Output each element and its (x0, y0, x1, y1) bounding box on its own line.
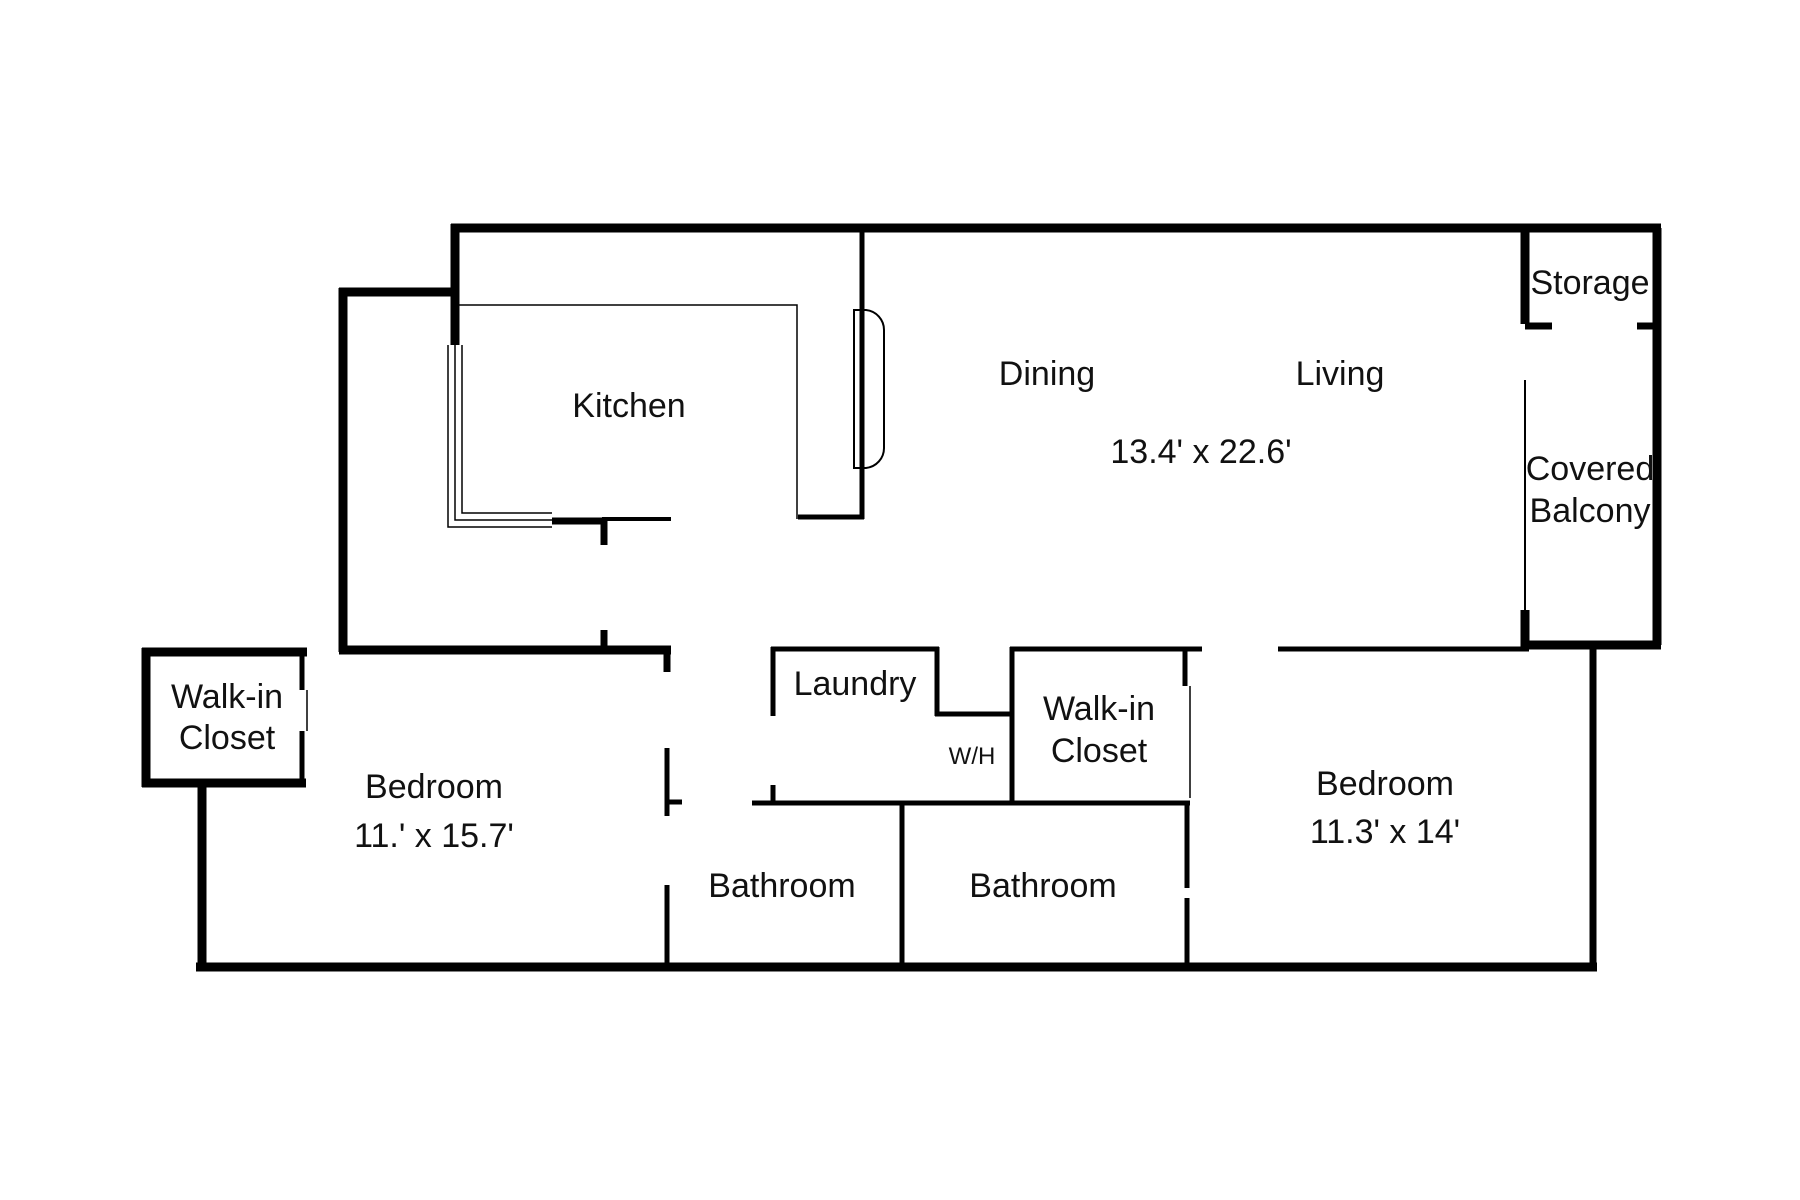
label-balcony-line2: Balcony (1530, 492, 1651, 530)
label-water-heater: W/H (949, 743, 996, 770)
label-bedroom-right: Bedroom (1316, 765, 1454, 803)
interior-walls (299, 228, 1661, 967)
label-laundry: Laundry (794, 665, 917, 703)
kitchen-cabinet-mid (454, 345, 552, 521)
label-bedroom-right-dimensions: 11.3' x 14' (1310, 813, 1460, 851)
label-bathroom-left: Bathroom (708, 867, 855, 905)
label-bedroom-left-dimensions: 11.' x 15.7' (354, 817, 514, 855)
label-closet-left-line1: Walk-in (171, 678, 283, 716)
label-storage: Storage (1530, 264, 1649, 302)
dining-bay-feature (853, 309, 886, 469)
label-closet-center-line1: Walk-in (1043, 690, 1155, 728)
room-labels: Kitchen Dining Living 13.4' x 22.6' Stor… (171, 264, 1654, 905)
kitchen-cabinet-outer (447, 345, 552, 528)
label-bedroom-left: Bedroom (365, 768, 503, 806)
label-living-dimensions: 13.4' x 22.6' (1110, 433, 1291, 471)
kitchen-cabinet-inner (461, 345, 552, 514)
label-bathroom-center: Bathroom (969, 867, 1116, 905)
label-closet-center-line2: Closet (1051, 732, 1148, 770)
label-living: Living (1296, 355, 1385, 393)
kitchen-counter (455, 304, 798, 519)
label-balcony-line1: Covered (1526, 450, 1655, 488)
label-dining: Dining (999, 355, 1095, 393)
label-closet-left-line2: Closet (179, 719, 276, 757)
exterior-walls (141, 223, 1662, 972)
label-kitchen: Kitchen (572, 387, 685, 425)
